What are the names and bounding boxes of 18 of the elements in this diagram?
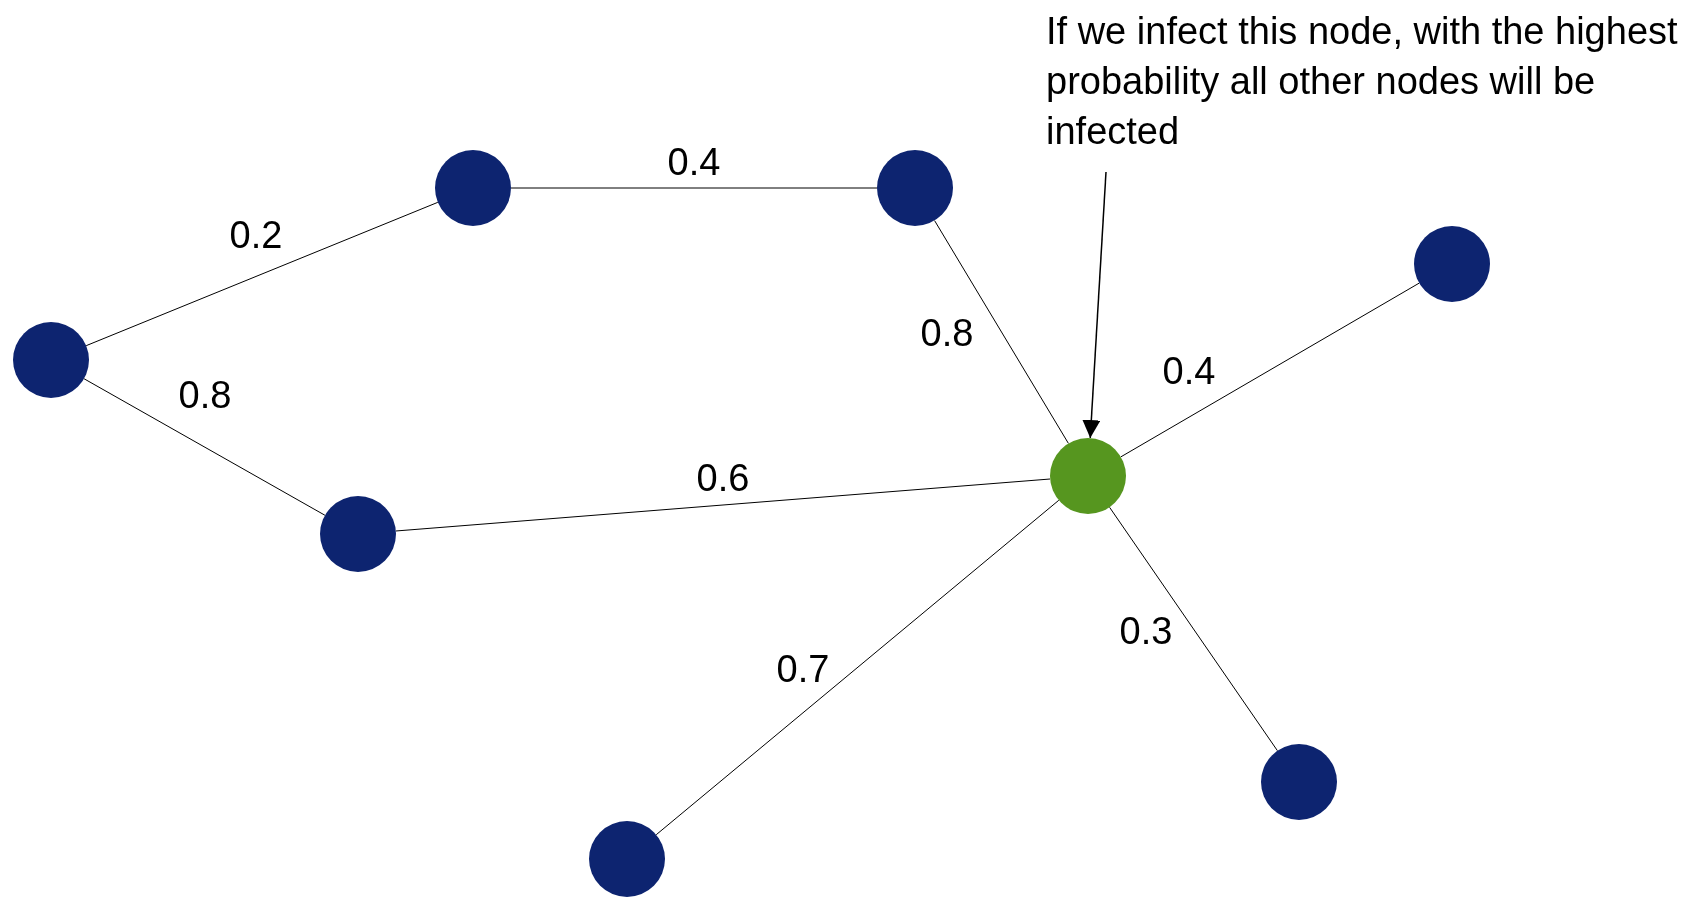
edge-label: 0.2 (229, 214, 283, 256)
edge-label: 0.3 (1119, 610, 1173, 652)
edge-label: 0.4 (667, 141, 721, 183)
edge-line (1109, 506, 1278, 752)
edge-label: 0.8 (178, 374, 232, 416)
edge-line (510, 187, 878, 189)
edge-line (83, 378, 326, 516)
edge-line (395, 478, 1051, 532)
edge-label: 0.7 (776, 648, 830, 690)
edge-label: 0.6 (696, 457, 750, 499)
arrow (1082, 171, 1107, 439)
edge-line (85, 201, 439, 347)
edge-line (934, 220, 1069, 444)
edge-label: 0.8 (920, 312, 974, 354)
edge-label: 0.4 (1162, 350, 1216, 392)
edge-line (655, 499, 1060, 836)
annotation-text: If we infect this node, with the highest probability all other nodes will be infected (1046, 9, 1679, 154)
edge-line (1120, 282, 1420, 458)
